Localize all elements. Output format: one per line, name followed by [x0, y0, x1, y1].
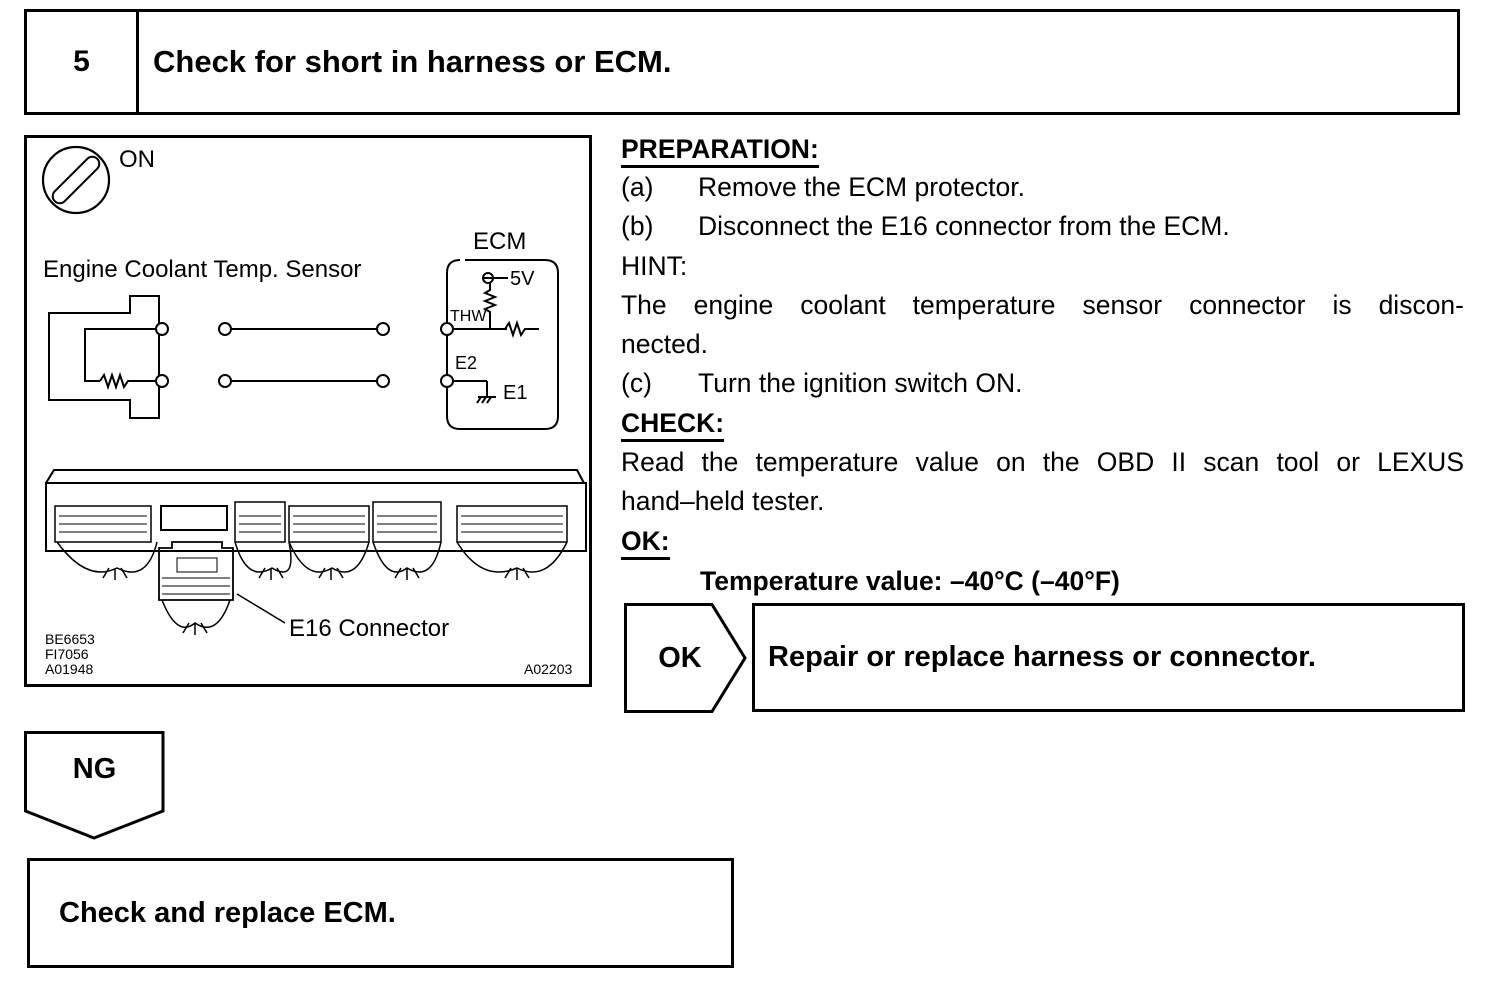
step-b-text: Disconnect the E16 connector from the EC…	[698, 211, 1230, 241]
ok-tag-label: OK	[658, 641, 702, 674]
step-a-label: (a)	[621, 172, 654, 202]
ng-tag-label: NG	[72, 753, 117, 785]
ok-tag: OK	[624, 603, 748, 713]
hint-line-1: The engine coolant temperature sensor co…	[621, 290, 1464, 320]
connector-pin-rows	[59, 515, 563, 533]
voltage-label: 5V	[510, 268, 535, 290]
ok-criteria-heading: OK:	[621, 526, 670, 560]
wiring-diagram-figure: ON ECM Engine Coolant Temp. Sensor 5V TH…	[24, 135, 592, 687]
figure-id: A02203	[524, 661, 573, 677]
step-b-label: (b)	[621, 211, 654, 241]
ecm-housing	[45, 469, 587, 635]
ng-action-box: Check and replace ECM.	[27, 858, 734, 968]
sensor-label: Engine Coolant Temp. Sensor	[43, 256, 362, 283]
step-a-text: Remove the ECM protector.	[698, 172, 1025, 202]
step-title: Check for short in harness or ECM.	[153, 44, 672, 79]
hint-line-2: nected.	[621, 329, 708, 359]
hint-heading: HINT:	[621, 251, 688, 281]
step-number: 5	[27, 12, 139, 112]
ok-action-box: Repair or replace harness or connector.	[752, 603, 1465, 712]
e1-terminal-label: E1	[503, 382, 528, 404]
step-header: 5 Check for short in harness or ECM.	[24, 9, 1460, 115]
ref-code: BE6653	[45, 631, 95, 647]
ref-code: FI7056	[45, 646, 89, 662]
sensor-connector-shape	[48, 295, 169, 419]
wiring-diagram-svg	[41, 145, 587, 635]
ignition-key-icon	[41, 145, 111, 215]
ok-criteria-value: Temperature value: –40°C (–40°F)	[700, 566, 1120, 596]
harness-wires	[218, 322, 390, 388]
ref-code: A01948	[45, 661, 94, 677]
check-heading: CHECK:	[621, 408, 725, 442]
step-c-text: Turn the ignition switch ON.	[698, 368, 1023, 398]
preparation-heading: PREPARATION:	[621, 134, 819, 168]
connector-label: E16 Connector	[289, 615, 450, 642]
ecm-label: ECM	[473, 228, 527, 255]
ignition-on-label: ON	[119, 146, 155, 173]
step-c-label: (c)	[621, 368, 652, 398]
check-line-1: Read the temperature value on the OBD II…	[621, 447, 1464, 477]
e2-terminal-label: E2	[455, 353, 478, 373]
ng-tag: NG	[24, 731, 165, 840]
thw-terminal-label: THW	[450, 308, 487, 325]
check-line-2: hand–held tester.	[621, 486, 825, 516]
ecm-box	[440, 259, 559, 430]
